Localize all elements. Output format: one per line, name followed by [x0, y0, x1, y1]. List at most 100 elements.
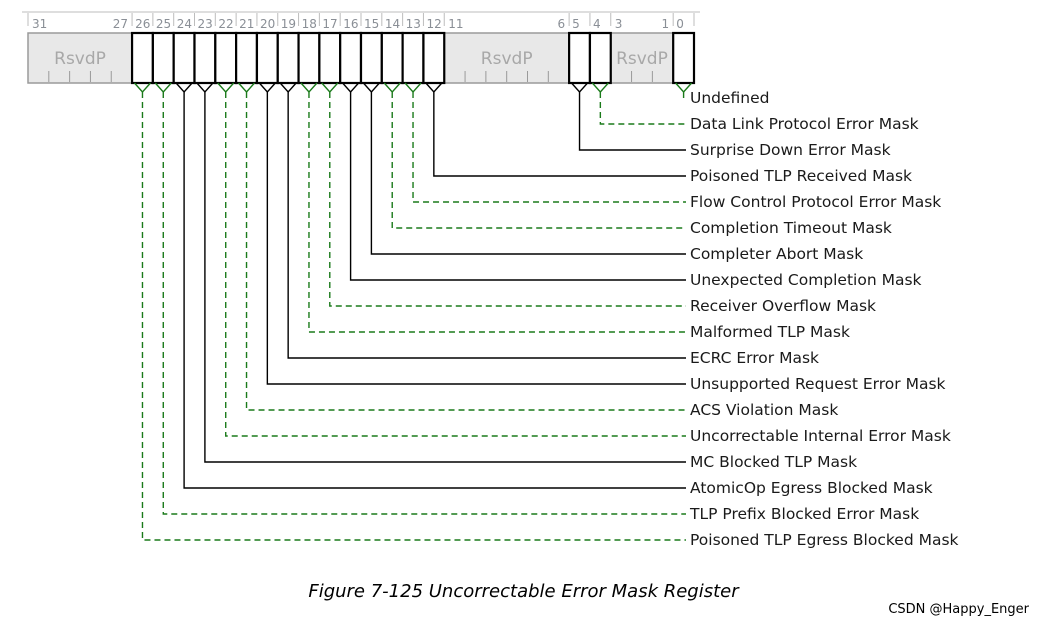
reserved-field-label: RsvdP [54, 49, 106, 69]
callout-arrow-icon [300, 82, 318, 94]
bit-number-17: 17 [322, 17, 337, 31]
bit-number-4: 4 [593, 17, 601, 31]
callout-leader-line [308, 92, 686, 333]
callout-connector-bit-20 [258, 82, 686, 385]
bit-cell-12[interactable] [422, 31, 446, 85]
bit-cell-14[interactable] [380, 31, 404, 85]
callout-arrow-icon [196, 82, 214, 94]
callout-connector-bit-25 [154, 82, 686, 515]
callout-connector-bit-23 [196, 82, 686, 463]
callout-arrow-icon [154, 82, 172, 94]
callout-label-bit-26: Poisoned TLP Egress Blocked Mask [690, 531, 959, 549]
callout-connector-bit-18 [300, 82, 686, 333]
callout-leader-line [245, 92, 686, 411]
bit-number-6: 6 [557, 17, 565, 31]
callout-label-bit-19: ECRC Error Mask [690, 349, 819, 367]
reserved-fields-group: RsvdP RsvdP RsvdP [27, 32, 674, 84]
callout-arrow-icon [133, 82, 151, 94]
callout-label-bit-12: Poisoned TLP Received Mask [690, 167, 912, 185]
callout-connector-bit-5 [571, 82, 686, 151]
callout-leader-line [266, 92, 686, 385]
bit-cell-13[interactable] [401, 31, 425, 85]
callout-label-bit-16: Unexpected Completion Mask [690, 271, 922, 289]
callout-leader-line [204, 92, 686, 463]
bit-cell-16[interactable] [339, 31, 363, 85]
callout-connector-bit-16 [342, 82, 686, 281]
callout-connectors-group [133, 82, 693, 541]
callout-connector-bit-21 [238, 82, 686, 411]
bit-cell-25[interactable] [151, 31, 175, 85]
callout-arrow-icon [217, 82, 235, 94]
bit-number-1: 1 [662, 17, 670, 31]
bit-number-5: 5 [572, 17, 580, 31]
callout-leader-line [682, 92, 686, 99]
callout-label-bit-22: Uncorrectable Internal Error Mask [690, 427, 951, 445]
callout-leader-line [433, 92, 686, 177]
callout-connector-bit-26 [133, 82, 686, 541]
callout-connector-bit-14 [383, 82, 686, 229]
callout-arrow-icon [321, 82, 339, 94]
csdn-watermark: CSDN @Happy_Enger [888, 602, 1029, 617]
bit-cell-24[interactable] [172, 31, 196, 85]
callout-label-bit-18: Malformed TLP Mask [690, 323, 850, 341]
callout-arrow-icon [279, 82, 297, 94]
bit-number-26: 26 [135, 17, 150, 31]
reserved-field-3-1: RsvdP [610, 32, 674, 84]
callout-connector-bit-12 [425, 82, 686, 177]
bit-number-21: 21 [239, 17, 254, 31]
callout-leader-line [349, 92, 686, 281]
callout-connector-bit-15 [362, 82, 686, 255]
bit-number-13: 13 [406, 17, 421, 31]
bit-cell-23[interactable] [193, 31, 217, 85]
bit-cell-21[interactable] [235, 31, 259, 85]
bit-number-3: 3 [615, 17, 623, 31]
bit-cell-22[interactable] [214, 31, 238, 85]
callout-leader-line [183, 92, 686, 489]
reserved-field-31-27: RsvdP [27, 32, 133, 84]
bit-cell-18[interactable] [297, 31, 321, 85]
callout-label-bit-4: Data Link Protocol Error Mask [690, 115, 919, 133]
callout-leader-line [412, 92, 686, 203]
callout-label-bit-23: MC Blocked TLP Mask [690, 453, 857, 471]
bit-number-12: 12 [426, 17, 441, 31]
bit-number-20: 20 [260, 17, 275, 31]
callout-label-bit-25: TLP Prefix Blocked Error Mask [689, 505, 919, 523]
reserved-field-11-6: RsvdP [443, 32, 570, 84]
bit-cell-4[interactable] [588, 31, 612, 85]
callout-label-bit-13: Flow Control Protocol Error Mask [690, 193, 941, 211]
bit-number-15: 15 [364, 17, 379, 31]
callout-leader-line [370, 92, 686, 255]
bit-cell-17[interactable] [318, 31, 342, 85]
callout-arrow-icon [425, 82, 443, 94]
callout-arrow-icon [175, 82, 193, 94]
bit-number-31: 31 [32, 17, 47, 31]
callout-leader-line [162, 92, 686, 515]
callout-label-bit-24: AtomicOp Egress Blocked Mask [690, 479, 933, 497]
bit-number-24: 24 [177, 17, 192, 31]
callout-arrow-icon [591, 82, 609, 94]
bit-number-19: 19 [281, 17, 296, 31]
bit-number-18: 18 [302, 17, 317, 31]
callout-arrow-icon [238, 82, 256, 94]
bit-number-14: 14 [385, 17, 400, 31]
bit-cell-5[interactable] [568, 31, 592, 85]
figure-caption-wrap: Figure 7-125 Uncorrectable Error Mask Re… [0, 581, 1047, 602]
bit-number-0: 0 [676, 17, 684, 31]
watermark-wrap: CSDN @Happy_Enger [888, 598, 1029, 617]
callout-label-bit-17: Receiver Overflow Mask [690, 297, 876, 315]
callout-leader-line [391, 92, 686, 229]
bit-cell-20[interactable] [255, 31, 279, 85]
bit-cell-19[interactable] [276, 31, 300, 85]
bit-cell-15[interactable] [359, 31, 383, 85]
reserved-field-label: RsvdP [481, 49, 533, 69]
bit-cell-0[interactable] [672, 31, 696, 85]
bit-number-11: 11 [448, 17, 463, 31]
callout-arrow-icon [383, 82, 401, 94]
callout-connector-bit-19 [279, 82, 686, 359]
bit-cell-26[interactable] [130, 31, 154, 85]
callout-arrow-icon [404, 82, 422, 94]
callout-arrow-icon [571, 82, 589, 94]
